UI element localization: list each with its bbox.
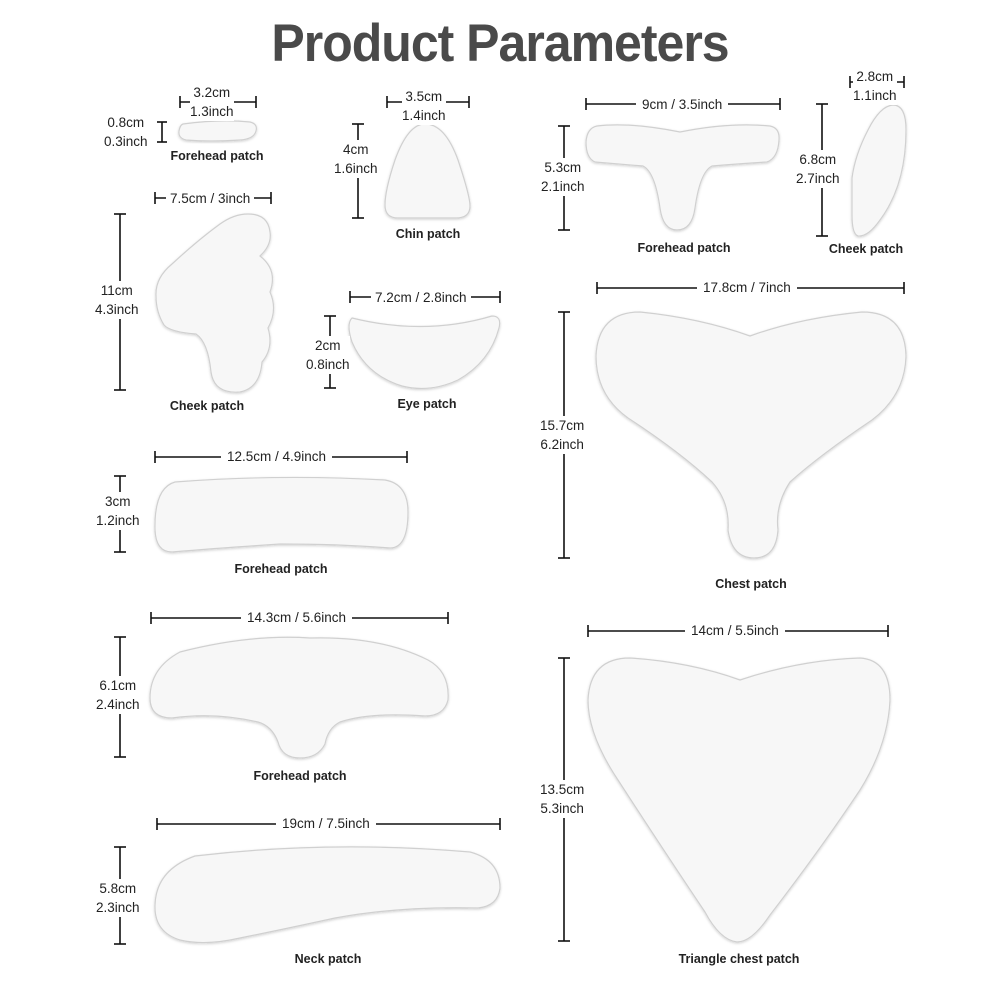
width: 14cm / 5.5inch [691,623,779,638]
forehead-nose-name: Forehead patch [637,241,731,255]
chin-patch-shape [384,123,471,219]
eye-name: Eye patch [397,397,457,411]
height-cm: 6.1cm [99,678,137,693]
forehead-large-height-label: 6.1cm 2.4inch [96,676,140,714]
forehead-small-patch-shape [178,120,257,142]
width: 17.8cm / 7inch [703,280,791,295]
forehead-small-height-label: 0.8cm 0.3inch [104,113,148,151]
height-inch: 4.3inch [95,302,139,317]
chest-name: Chest patch [715,577,787,591]
eye-width-label: 7.2cm / 2.8inch [371,288,471,307]
height-cm: 4cm [343,142,369,157]
width-inch: 1.3inch [190,104,234,119]
height-inch: 6.2inch [540,437,584,452]
height-cm: 11cm [100,283,133,298]
forehead-small-width-label: 3.2cm 1.3inch [190,83,234,121]
cheek-small-name: Cheek patch [828,242,904,256]
eye-patch-shape [348,315,501,390]
width-cm: 2.8cm [856,69,894,84]
height-inch: 0.3inch [104,134,148,149]
width-cm: 3.2cm [193,85,231,100]
height-inch: 2.1inch [541,179,585,194]
forehead-nose-height-label: 5.3cm 2.1inch [541,158,585,196]
width: 12.5cm / 4.9inch [227,449,327,464]
chin-width-label: 3.5cm 1.4inch [402,87,446,125]
forehead-band-height-label: 3cm 1.2inch [96,492,140,530]
width: 19cm / 7.5inch [282,816,370,831]
triangle-chest-name: Triangle chest patch [678,952,800,966]
width-inch: 1.1inch [853,88,897,103]
cheek-large-patch-shape [155,213,275,393]
height-cm: 5.8cm [99,881,137,896]
cheek-small-patch-shape [851,104,907,237]
eye-height-label: 2cm 0.8inch [306,336,350,374]
height-cm: 2cm [315,338,341,353]
neck-width-label: 19cm / 7.5inch [276,814,376,833]
cheek-large-name: Cheek patch [169,399,245,413]
chest-width-label: 17.8cm / 7inch [697,278,797,297]
height-inch: 1.6inch [334,161,378,176]
neck-name: Neck patch [294,952,362,966]
height-inch: 2.7inch [796,171,840,186]
width: 14.3cm / 5.6inch [247,610,347,625]
height-inch: 2.4inch [96,697,140,712]
forehead-small-name: Forehead patch [170,149,264,163]
width-cm: 3.5cm [405,89,443,104]
height-cm: 6.8cm [799,152,837,167]
width: 9cm / 3.5inch [642,97,723,112]
neck-height-label: 5.8cm 2.3inch [96,879,140,917]
height-cm: 3cm [105,494,131,509]
forehead-nose-width-label: 9cm / 3.5inch [636,95,729,114]
height-cm: 15.7cm [540,418,585,433]
cheek-large-height-label: 11cm 4.3inch [95,281,139,319]
forehead-band-width-label: 12.5cm / 4.9inch [221,447,333,466]
triangle-chest-patch-shape [587,657,891,943]
forehead-band-patch-shape [154,476,409,553]
chest-patch-shape [595,311,907,559]
height-inch: 5.3inch [540,801,584,816]
width: 7.2cm / 2.8inch [375,290,467,305]
forehead-large-name: Forehead patch [253,769,347,783]
page-title: Product Parameters [271,13,729,73]
forehead-small-height-rule [157,121,167,143]
cheek-large-width-label: 7.5cm / 3inch [166,189,255,208]
height-cm: 5.3cm [544,160,582,175]
width-inch: 1.4inch [402,108,446,123]
forehead-large-width-label: 14.3cm / 5.6inch [241,608,353,627]
chin-height-label: 4cm 1.6inch [334,140,378,178]
chest-height-label: 15.7cm 6.2inch [540,416,585,454]
height-inch: 1.2inch [96,513,140,528]
triangle-chest-height-label: 13.5cm 5.3inch [540,780,585,818]
triangle-chest-width-label: 14cm / 5.5inch [685,621,785,640]
cheek-small-width-label: 2.8cm 1.1inch [853,67,897,105]
height-inch: 2.3inch [96,900,140,915]
chin-name: Chin patch [395,227,461,241]
forehead-nose-patch-shape [585,124,780,231]
neck-patch-shape [154,846,501,944]
cheek-small-height-label: 6.8cm 2.7inch [796,150,840,188]
height-cm: 13.5cm [540,782,585,797]
height-cm: 0.8cm [107,115,145,130]
width: 7.5cm / 3inch [170,191,251,206]
height-inch: 0.8inch [306,357,350,372]
forehead-large-patch-shape [149,636,449,759]
forehead-band-name: Forehead patch [234,562,328,576]
